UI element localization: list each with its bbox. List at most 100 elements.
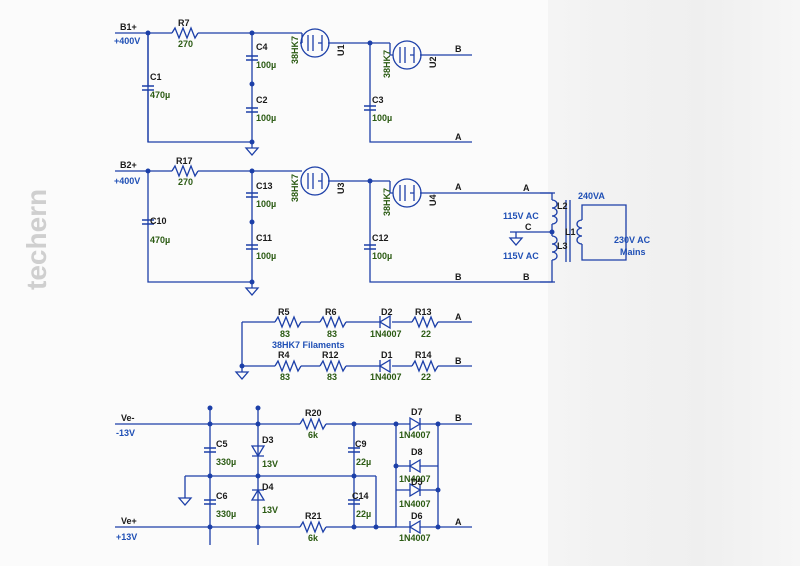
- node-ve-pos: Ve+: [121, 516, 137, 526]
- value-r21: 6k: [308, 533, 319, 543]
- terminal-a-bias: A: [455, 517, 462, 527]
- label-d3: D3: [262, 435, 274, 445]
- supply-2: B2+ +400V R17 270 C10 470µ C13 100µ C11 …: [114, 156, 555, 296]
- resistor-r17: [171, 164, 199, 178]
- value-c10: 470µ: [150, 235, 170, 245]
- label-c9: C9: [355, 439, 367, 449]
- watermark-text: techern: [21, 189, 52, 290]
- voltage-b1: +400V: [114, 36, 140, 46]
- inductor-l1: [576, 219, 583, 245]
- terminal-a-2: A: [455, 182, 462, 192]
- capacitor-c9: [348, 447, 360, 453]
- value-d7: 1N4007: [399, 430, 431, 440]
- label-r12: R12: [322, 350, 339, 360]
- label-r7: R7: [178, 18, 190, 28]
- label-c14: C14: [352, 491, 369, 501]
- value-c6: 330µ: [216, 509, 236, 519]
- capacitor-c6: [204, 499, 216, 505]
- value-r13: 22: [421, 329, 431, 339]
- label-d4: D4: [262, 482, 274, 492]
- terminal-b-tx: B: [523, 272, 530, 282]
- value-c11: 100µ: [256, 251, 276, 261]
- label-r13: R13: [415, 307, 432, 317]
- value-r6: 83: [327, 329, 337, 339]
- transformer: A C B L2 L3 L1 115V AC 115V AC 240VA 230…: [503, 183, 651, 283]
- ground-symbol-4: [234, 371, 250, 380]
- label-c13: C13: [256, 181, 273, 191]
- value-r5: 83: [280, 329, 290, 339]
- tube-u2: [389, 40, 422, 70]
- capacitor-c10: [142, 219, 154, 225]
- secondary-voltage-bottom: 115V AC: [503, 251, 539, 261]
- label-d5: D5: [411, 477, 423, 487]
- value-r20: 6k: [308, 430, 319, 440]
- label-r6: R6: [325, 307, 337, 317]
- value-d4: 13V: [262, 505, 278, 515]
- diode-d8: [408, 458, 421, 474]
- transformer-rating: 240VA: [578, 191, 605, 201]
- capacitor-c5: [204, 447, 216, 453]
- capacitor-c13: [246, 192, 258, 198]
- filament-supply: R5 83 R6 83 D2 1N4007 R13 22 A 38HK7 Fil…: [234, 307, 472, 382]
- label-c12: C12: [372, 233, 389, 243]
- capacitor-c2: [246, 107, 258, 113]
- value-d8: 1N4007: [399, 474, 431, 484]
- value-c12: 100µ: [372, 251, 392, 261]
- value-c1: 470µ: [150, 90, 170, 100]
- tube-type-u4: 38HK7: [382, 188, 392, 216]
- secondary-voltage-top: 115V AC: [503, 211, 539, 221]
- zener-d4: [250, 488, 266, 501]
- value-d5: 1N4007: [399, 499, 431, 509]
- capacitor-c11: [246, 244, 258, 250]
- value-c3: 100µ: [372, 113, 392, 123]
- tube-type-u1: 38HK7: [290, 36, 300, 64]
- value-c5: 330µ: [216, 457, 236, 467]
- label-c5: C5: [216, 439, 228, 449]
- label-r20: R20: [305, 408, 322, 418]
- node-b2: B2+: [120, 160, 137, 170]
- bias-supply: Ve- -13V Ve+ +13V C5 330µ C6 330µ D3 13V…: [115, 405, 472, 545]
- primary-voltage: 230V AC: [614, 235, 651, 245]
- label-r17: R17: [176, 156, 193, 166]
- resistor-r6: [319, 315, 347, 329]
- terminal-b-bias: B: [455, 413, 462, 423]
- terminal-a-1: A: [455, 132, 462, 142]
- inductor-l2: [551, 199, 558, 225]
- resistor-r5: [274, 315, 302, 329]
- node-b1: B1+: [120, 22, 137, 32]
- label-u1: U1: [336, 44, 346, 56]
- terminal-b-1: B: [455, 44, 462, 54]
- node-ve-neg: Ve-: [121, 413, 135, 423]
- scanned-page-strip: [548, 0, 800, 566]
- terminal-c-tx: C: [525, 222, 532, 232]
- label-c4: C4: [256, 42, 268, 52]
- label-c1: C1: [150, 72, 162, 82]
- value-c14: 22µ: [356, 509, 371, 519]
- label-r14: R14: [415, 350, 432, 360]
- label-d7: D7: [411, 407, 423, 417]
- primary-mains: Mains: [620, 247, 646, 257]
- value-c13: 100µ: [256, 199, 276, 209]
- diode-d2: [378, 314, 391, 330]
- value-r12: 83: [327, 372, 337, 382]
- diode-d5: [409, 482, 422, 498]
- filaments-label: 38HK7 Filaments: [272, 340, 345, 350]
- terminal-b-2: B: [455, 272, 462, 282]
- terminal-b-fil: B: [455, 356, 462, 366]
- label-l2: L2: [557, 201, 568, 211]
- resistor-r13: [411, 315, 439, 329]
- voltage-b2: +400V: [114, 176, 140, 186]
- resistor-r7: [171, 26, 199, 40]
- resistor-r4: [274, 359, 302, 373]
- value-r14: 22: [421, 372, 431, 382]
- label-d8: D8: [411, 447, 423, 457]
- value-d6: 1N4007: [399, 533, 431, 543]
- label-d1: D1: [381, 350, 393, 360]
- label-r5: R5: [278, 307, 290, 317]
- zener-d3: [250, 445, 266, 458]
- value-r7: 270: [178, 39, 193, 49]
- label-c2: C2: [256, 95, 268, 105]
- label-r21: R21: [305, 511, 322, 521]
- terminal-a-tx: A: [523, 183, 530, 193]
- capacitor-c14: [348, 499, 360, 505]
